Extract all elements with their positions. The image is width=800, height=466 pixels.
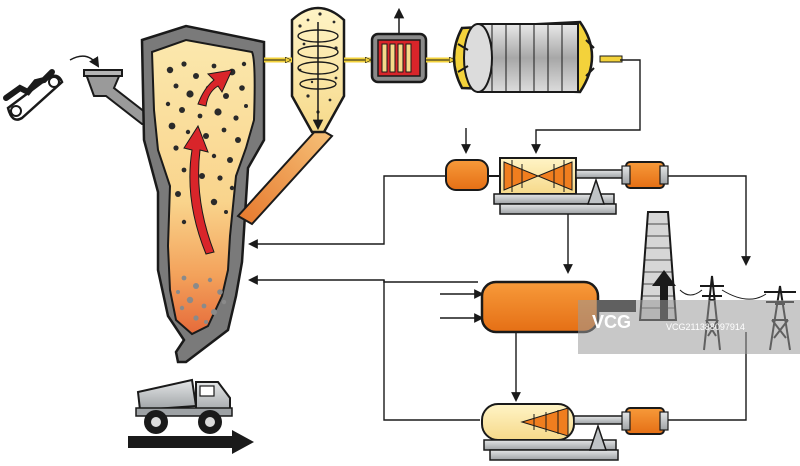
hot-bed-particles: [176, 275, 227, 324]
fluidized-bed-furnace: [140, 24, 266, 364]
cyclone-separator: [290, 6, 346, 134]
conveyor-feeder: [3, 55, 100, 121]
dump-truck: [128, 378, 254, 454]
steam-turbine-generator-bottom: [481, 403, 669, 461]
heat-exchanger: [370, 7, 428, 84]
steam-turbine-generator-top: [445, 157, 669, 215]
rotary-drum: [452, 20, 623, 94]
feed-hopper: [83, 69, 151, 125]
watermark-brand: VCG: [592, 312, 631, 332]
watermark-caption: VCG211388097914: [666, 322, 745, 332]
return-leg: [236, 126, 334, 226]
upflow-arrow-upper: [197, 69, 233, 107]
flow-lines: [248, 59, 751, 421]
upflow-arrow-lower: [183, 124, 215, 255]
watermark: VCG VCG211388097914: [578, 300, 800, 354]
chimney: [638, 211, 678, 321]
